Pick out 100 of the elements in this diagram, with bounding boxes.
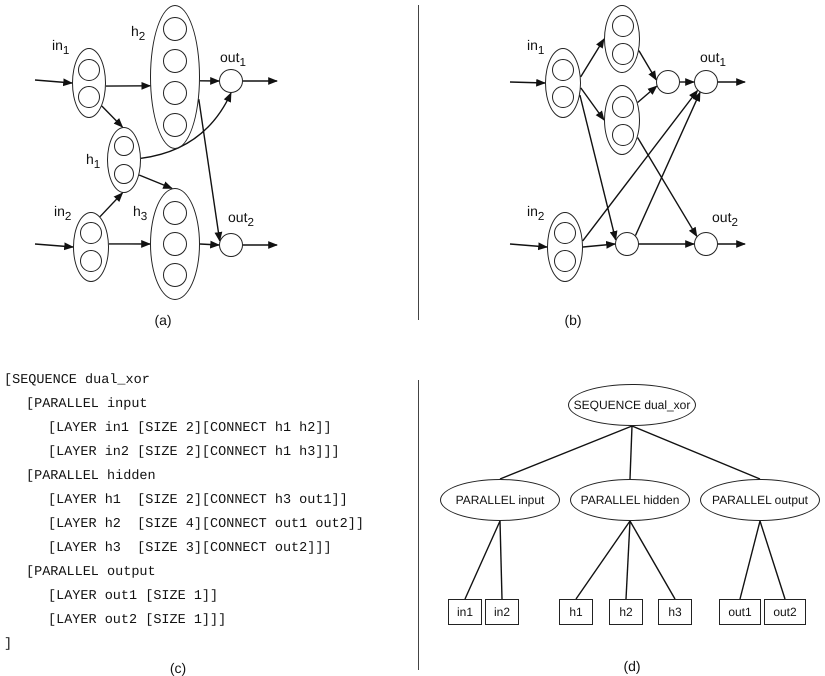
neuron-circle: [612, 15, 634, 37]
arrow: [108, 240, 151, 248]
tree-line: [464, 520, 501, 600]
layer-label: in$_{2}$: [54, 202, 72, 225]
layer-ellipse: [604, 85, 640, 155]
neuron-circle: [615, 232, 639, 256]
tree-node: PARALLEL hidden: [570, 479, 690, 521]
neuron-circle: [163, 113, 187, 137]
code-line: [PARALLEL hidden: [26, 468, 156, 486]
code-line: [LAYER in2 [SIZE 2][CONNECT h1 h3]]]: [48, 444, 340, 462]
tree-line: [632, 425, 760, 480]
layer-leaf-node: h3: [658, 599, 692, 625]
neuron-circle: [163, 17, 187, 41]
layer-leaf-node: out1: [719, 599, 761, 625]
arrow: [718, 240, 746, 248]
arrow: [34, 242, 74, 250]
layer-leaf-node: out2: [764, 599, 806, 625]
code-line: [LAYER h1 [SIZE 2][CONNECT h3 out1]]: [48, 492, 348, 510]
code-line: [LAYER out1 [SIZE 1]]: [48, 588, 218, 606]
tree-line: [759, 520, 786, 600]
neuron-circle: [163, 201, 187, 225]
panel-caption: (d): [623, 658, 641, 674]
tree-node: PARALLEL output: [700, 479, 820, 521]
neuron-circle: [552, 86, 574, 108]
tree-line: [739, 520, 761, 600]
arrow: [680, 78, 695, 86]
layer-leaf-node: h2: [609, 599, 643, 625]
neuron-circle: [114, 164, 134, 184]
arrow: [637, 137, 698, 238]
tree-node: SEQUENCE dual_xor: [568, 384, 696, 426]
arrow: [101, 106, 124, 128]
arrow: [34, 78, 73, 86]
neuron-circle: [80, 250, 102, 272]
layer-leaf-node: h1: [559, 599, 593, 625]
arrow: [579, 94, 618, 241]
layer-leaf-node: in1: [448, 599, 482, 625]
neuron-circle: [78, 59, 100, 81]
code-line: [PARALLEL output: [26, 564, 156, 582]
neuron-label: out$_{2}$: [228, 208, 254, 231]
neuron-circle: [163, 232, 187, 256]
neuron-circle: [114, 136, 134, 156]
tree-line: [575, 520, 631, 600]
neuron-circle: [656, 70, 680, 94]
layer-label: h$_{3}$: [133, 202, 148, 225]
code-line: [LAYER h3 [SIZE 3][CONNECT out2]]]: [48, 540, 332, 558]
neuron-circle: [163, 49, 187, 73]
tree-line: [629, 426, 633, 480]
tree-line: [625, 520, 631, 600]
code-line: ]: [4, 636, 12, 654]
tree-line: [499, 520, 503, 600]
code-line: [PARALLEL input: [26, 396, 148, 414]
arrow: [582, 90, 698, 242]
layer-label: in$_{1}$: [527, 36, 544, 59]
arrow: [138, 174, 173, 190]
arrow: [198, 99, 222, 242]
neuron-circle: [78, 86, 100, 108]
neuron-circle: [554, 222, 576, 244]
arrow: [639, 240, 695, 248]
arrow: [580, 87, 605, 121]
neuron-circle: [612, 124, 634, 146]
layer-label: h$_{1}$: [86, 150, 100, 173]
panel-caption: (c): [170, 660, 186, 676]
arrow: [580, 38, 605, 78]
neuron-label: out$_{1}$: [700, 48, 726, 71]
code-line: [SEQUENCE dual_xor: [4, 372, 150, 390]
panel-caption: (a): [154, 312, 172, 328]
tree-line: [500, 425, 632, 480]
neuron-circle: [612, 96, 634, 118]
neuron-label: out$_{2}$: [712, 208, 738, 231]
code-line: [LAYER h2 [SIZE 4][CONNECT out1 out2]]: [48, 516, 364, 534]
neuron-circle: [612, 43, 634, 65]
arrow: [200, 76, 220, 85]
code-line: [LAYER out2 [SIZE 1]]]: [48, 612, 226, 630]
arrow: [243, 77, 278, 85]
layer-label: h$_{2}$: [131, 22, 146, 45]
arrow: [100, 192, 124, 218]
arrow: [243, 241, 278, 249]
code-line: [LAYER in1 [SIZE 2][CONNECT h1 h2]]: [48, 420, 332, 438]
arrow: [106, 82, 152, 90]
arrow: [510, 78, 546, 87]
layer-ellipse: [604, 5, 640, 73]
layer-leaf-node: in2: [485, 599, 519, 625]
panel-caption: (b): [564, 312, 582, 328]
arrow: [638, 50, 657, 81]
arrow: [637, 85, 658, 104]
arrow: [140, 92, 232, 159]
arrow: [718, 78, 746, 86]
neuron-circle: [80, 222, 102, 244]
neuron-label: out$_{1}$: [220, 48, 246, 71]
layer-label: in$_{2}$: [527, 202, 544, 225]
tree-line: [629, 520, 676, 600]
neuron-circle: [163, 263, 187, 287]
arrow: [634, 92, 701, 236]
neuron-circle: [552, 59, 574, 81]
neuron-circle: [163, 81, 187, 105]
layer-label: in$_{1}$: [52, 36, 70, 59]
arrow: [510, 242, 548, 250]
neuron-circle: [554, 250, 576, 272]
tree-node: PARALLEL input: [440, 479, 560, 521]
arrow: [200, 240, 220, 248]
